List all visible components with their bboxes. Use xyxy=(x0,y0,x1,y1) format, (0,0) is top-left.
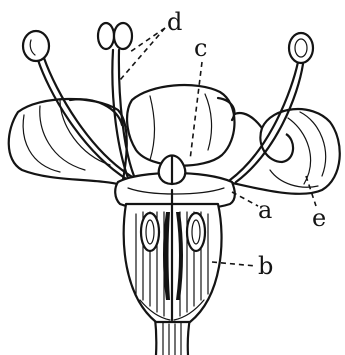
ovary xyxy=(124,190,222,322)
label-e: e xyxy=(312,204,326,232)
label-d: d xyxy=(167,8,182,36)
center-anther-right xyxy=(114,23,132,49)
label-c: c xyxy=(194,34,207,62)
center-anther-left xyxy=(98,23,114,49)
leader-d-1 xyxy=(130,28,165,52)
flower-stalk xyxy=(155,318,190,355)
back-petal xyxy=(127,85,234,166)
leader-a xyxy=(232,192,258,206)
ovule-left xyxy=(141,213,159,251)
left-petal xyxy=(9,99,127,185)
left-anther xyxy=(23,31,49,61)
label-a: a xyxy=(258,196,272,224)
stigma xyxy=(159,156,186,185)
label-b: b xyxy=(258,252,273,280)
right-anther xyxy=(289,33,313,63)
ovule-right xyxy=(187,213,205,251)
